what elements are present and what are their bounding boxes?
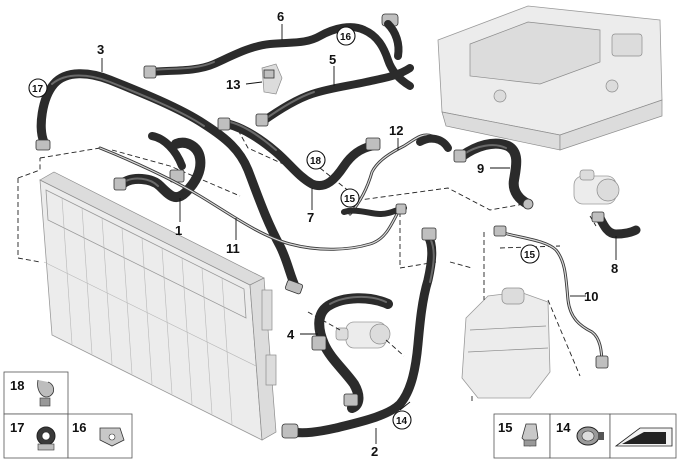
callout-5: 5: [329, 52, 336, 67]
clip-15-icon: [521, 423, 539, 447]
circled-18: 18: [306, 150, 326, 170]
callout-7: 7: [307, 210, 314, 225]
hose-9: [453, 138, 534, 210]
callout-11: 11: [226, 241, 240, 256]
clip-18-icon: [37, 379, 54, 407]
callout-6: 6: [277, 9, 284, 24]
catalog-arrow-icon: [614, 427, 673, 447]
leader-lines: [101, 24, 617, 444]
hose-1: [113, 132, 206, 203]
circled-15-right: 15: [520, 244, 540, 264]
part-labels: 1 2 3 4 5 6 7 8 9 10 11 12 13: [97, 9, 618, 459]
circled-14: 14: [392, 410, 412, 430]
callout-8: 8: [611, 261, 618, 276]
hose-2: [281, 227, 437, 439]
legend-right: 15 14: [493, 413, 677, 459]
radiator: [39, 171, 277, 441]
clamp-14-icon: [576, 426, 604, 446]
legend-18-label: 18: [10, 378, 24, 393]
legend-17-label: 17: [10, 420, 24, 435]
circled-15-center-text: 15: [344, 194, 356, 205]
circled-17: 17: [28, 78, 48, 98]
callout-10: 10: [584, 289, 598, 304]
clamp-17-icon: [36, 426, 56, 451]
electronics-housing: [437, 5, 663, 151]
hose-8: [591, 211, 641, 239]
callout-2: 2: [371, 444, 378, 459]
circled-16-text: 16: [340, 32, 352, 43]
callout-1: 1: [175, 223, 182, 238]
pipe-12: [348, 133, 452, 216]
circled-15-center: 15: [340, 188, 360, 208]
pipe-10: [493, 225, 609, 369]
pipe-11: [98, 146, 400, 251]
auxiliary-water-pump: [573, 169, 620, 205]
hose-3: [35, 69, 304, 295]
circled-callouts: 17 16 18 15 15 14: [28, 26, 540, 430]
circled-14-text: 14: [396, 416, 408, 427]
hose-7: [217, 117, 381, 190]
callout-13: 13: [226, 77, 240, 92]
clip-16-icon: [99, 427, 125, 447]
hose-4: [311, 293, 393, 413]
callout-3: 3: [97, 42, 104, 57]
legend-16-label: 16: [72, 420, 86, 435]
legend-15-label: 15: [498, 420, 512, 435]
circled-18-text: 18: [310, 156, 322, 167]
circled-15-right-text: 15: [524, 250, 536, 261]
callout-12: 12: [389, 123, 403, 138]
circled-17-text: 17: [32, 84, 44, 95]
bracket-13: [261, 63, 283, 95]
expansion-tank: [461, 287, 551, 399]
legend-left: 18 17 16: [3, 371, 133, 459]
circled-16: 16: [336, 26, 356, 46]
callout-9: 9: [477, 161, 484, 176]
hose-5: [255, 64, 414, 127]
hose-15-area: [341, 203, 407, 217]
callout-4: 4: [287, 327, 295, 342]
legend-14-label: 14: [556, 420, 571, 435]
electric-coolant-pump: [335, 321, 391, 349]
hose-6: [143, 13, 414, 90]
